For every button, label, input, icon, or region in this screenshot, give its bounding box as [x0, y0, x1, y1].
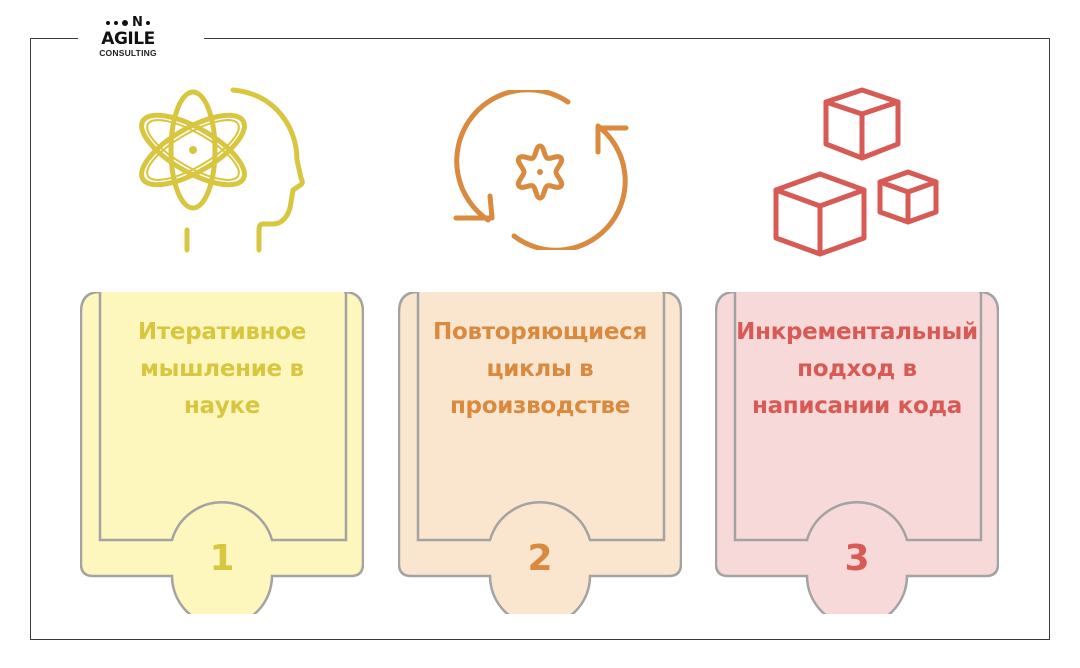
slide-frame — [30, 38, 1050, 640]
step-card-2: Повторяющиеся циклы в производстве 2 — [398, 292, 682, 614]
logo-mark: N — [86, 16, 170, 30]
gear-cycle-icon — [450, 87, 630, 253]
card-title: Повторяющиеся циклы в производстве — [398, 314, 682, 425]
logo-dot-icon — [106, 21, 111, 25]
logo-dot-icon — [122, 20, 129, 26]
agile-consulting-logo: N AGILE CONSULTING — [86, 14, 170, 68]
step-card-3: Инкрементальный подход в написании кода … — [715, 292, 999, 614]
logo-dot-icon — [114, 21, 119, 25]
cubes-icon — [770, 80, 950, 260]
card-shape — [398, 292, 682, 614]
card-shape — [80, 292, 364, 614]
card-title-line: производстве — [449, 393, 631, 419]
card-title-line: написании кода — [751, 393, 962, 419]
card-number: 3 — [844, 538, 870, 579]
card-title-line: Повторяющиеся — [433, 319, 647, 345]
logo-dot-icon — [145, 21, 150, 25]
card-title-line: Инкрементальный — [736, 319, 978, 345]
card-number: 1 — [209, 538, 235, 579]
step-card-1: Итеративное мышление в науке 1 — [80, 292, 364, 614]
logo-wordmark: AGILE — [101, 29, 155, 49]
logo-subtitle: CONSULTING — [99, 48, 157, 58]
card-title: Инкрементальный подход в написании кода — [715, 314, 999, 425]
card-number: 2 — [527, 538, 553, 579]
card-title-line: науке — [183, 393, 261, 419]
logo-mark-letter: N — [132, 15, 143, 30]
card-title-line: подход в — [797, 356, 917, 382]
card-title-line: циклы в — [486, 356, 594, 382]
atom-head-icon — [125, 82, 320, 262]
card-title-line: мышление в — [140, 356, 304, 382]
card-shape — [715, 292, 999, 614]
card-title: Итеративное мышление в науке — [80, 314, 364, 425]
frame-gap — [78, 30, 204, 44]
card-title-line: Итеративное — [137, 319, 307, 345]
